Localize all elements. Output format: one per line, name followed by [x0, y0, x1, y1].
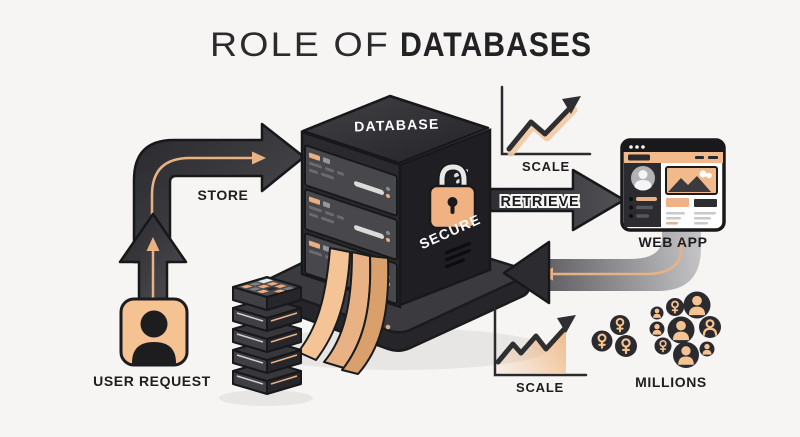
disk-stack-icon: [232, 276, 302, 395]
female-user-icon: [653, 336, 673, 356]
return-arrowhead: [502, 240, 551, 305]
user-icon: [132, 310, 176, 365]
padlock-icon: [428, 162, 477, 230]
female-user-icon: [609, 314, 631, 336]
store-flow-arrowhead: [252, 151, 266, 165]
scale-top-label: SCALE: [522, 159, 570, 174]
user-request-node: [119, 297, 189, 367]
return-flow-line: [550, 236, 683, 276]
title-emphasis: DATABASES: [400, 26, 592, 64]
web-app-label: WEB APP: [638, 234, 707, 250]
database-label: DATABASE: [354, 116, 440, 135]
millions-label: MILLIONS: [635, 374, 707, 390]
person-user-icon: [699, 341, 715, 357]
avatar: [631, 166, 655, 191]
browser-window-icon: [620, 138, 726, 232]
page-title: ROLE OF DATABASES: [210, 26, 592, 64]
person-user-icon: [673, 342, 699, 368]
server-drawer: [304, 144, 398, 217]
browser-navbar: [624, 152, 723, 163]
female-user-icon: [665, 297, 685, 317]
cable-ribbons: [297, 247, 390, 375]
person-user-icon: [650, 306, 664, 320]
person-user-icon: [683, 291, 711, 319]
scale-bottom-label: SCALE: [516, 380, 564, 395]
browser-titlebar: [623, 141, 723, 152]
stack-shadow: [219, 390, 313, 406]
person-user-icon: [667, 316, 695, 344]
return-arrow: [502, 225, 701, 305]
retrieve-label: RETRIEVE: [501, 194, 580, 210]
hero-image-placeholder: [665, 166, 718, 195]
user-request-arrow: [118, 212, 188, 305]
chip-grid: [240, 278, 295, 294]
store-label: STORE: [198, 187, 249, 203]
user-request-label: USER REQUEST: [93, 373, 211, 389]
female-user-icon: [590, 329, 614, 353]
title-prefix: ROLE OF: [210, 26, 390, 64]
growth-chart-icon: [500, 85, 592, 157]
female-user-icon: [613, 333, 639, 359]
person-user-icon: [649, 321, 665, 337]
address-box: [628, 154, 650, 161]
store-flow-line: [150, 156, 254, 252]
person-outline-user-icon: [697, 314, 723, 340]
growth-area-chart-icon: [493, 307, 588, 377]
server-drawer: [304, 188, 398, 261]
